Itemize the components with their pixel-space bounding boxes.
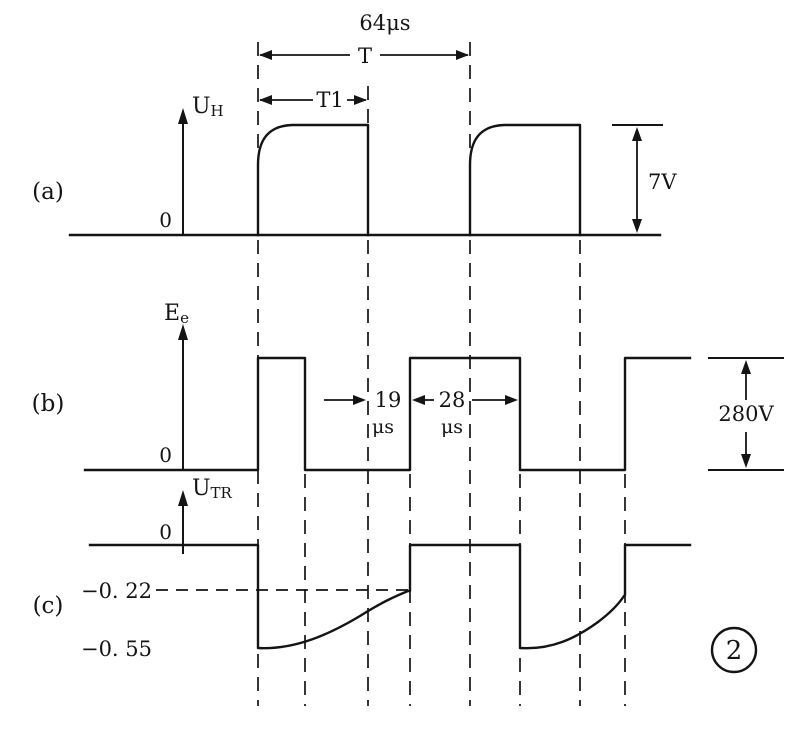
signal-a-symbol-label: UH <box>192 94 224 120</box>
dim-28us-right-arrow-icon <box>505 395 518 405</box>
dim-7v-up-arrow-icon <box>632 127 642 141</box>
dim-19us-right-arrow-icon <box>353 395 366 405</box>
waveform-c-path <box>88 543 692 650</box>
signal-a-symbol-main: U <box>192 94 211 119</box>
dimensions <box>259 50 784 471</box>
interval-2-value-label: 28 <box>439 388 466 412</box>
dim-280v-down-arrow-icon <box>741 454 751 468</box>
signal-c-symbol-sub: TR <box>211 484 233 502</box>
signal-c-symbol-label: UTR <box>192 476 233 502</box>
dim-280v-up-arrow-icon <box>741 360 751 374</box>
signal-a-zero-label: 0 <box>159 208 172 232</box>
signal-c-level-mid-label: −0. 22 <box>81 579 152 603</box>
waveform-a-pulse-2 <box>468 123 582 237</box>
signal-a-symbol-sub: H <box>211 102 224 120</box>
axis-a-arrow-icon <box>178 108 188 124</box>
panel-b-label: (b) <box>32 391 65 417</box>
figure-number-badge: 2 <box>710 626 758 674</box>
signal-b-zero-label: 0 <box>159 443 172 467</box>
waveform-b-path <box>83 356 692 472</box>
labels: 64μs T T1 UH 0 7V Ee 0 280V 19 μs 28 μs … <box>32 11 775 661</box>
signal-b-amplitude-label: 280V <box>718 402 774 426</box>
waveforms <box>68 123 692 650</box>
figure-number-circle <box>710 626 758 674</box>
dim-period-left-arrow-icon <box>259 50 272 60</box>
dim-28us-left-arrow-icon <box>412 395 425 405</box>
pulse-width-label: T1 <box>316 88 343 112</box>
dim-t1-left-arrow-icon <box>259 95 272 105</box>
period-symbol-label: T <box>358 44 372 68</box>
signal-b-symbol-label: Ee <box>164 301 189 327</box>
axis-b-arrow-icon <box>178 324 188 340</box>
waveform-a-pulse-1 <box>256 123 370 237</box>
dim-t1-right-arrow-icon <box>354 95 367 105</box>
period-value-label: 64μs <box>359 11 410 35</box>
dashed-guides <box>156 42 626 706</box>
signal-b-symbol-sub: e <box>180 309 189 327</box>
interval-2-unit-label: μs <box>441 416 463 438</box>
interval-1-unit-label: μs <box>372 416 394 438</box>
panel-c-label: (c) <box>33 593 64 619</box>
dim-period-right-arrow-icon <box>456 50 469 60</box>
dim-7v-down-arrow-icon <box>632 219 642 233</box>
signal-a-amplitude-label: 7V <box>648 170 677 194</box>
signal-c-zero-label: 0 <box>159 520 172 544</box>
signal-b-symbol-main: E <box>164 301 180 326</box>
interval-1-value-label: 19 <box>375 388 402 412</box>
signal-c-symbol-main: U <box>192 476 211 501</box>
signal-c-level-low-label: −0. 55 <box>81 637 152 661</box>
figure-number-text: 2 <box>726 636 743 666</box>
panel-a-label: (a) <box>32 179 64 205</box>
axes <box>178 108 188 554</box>
axis-c-arrow-icon <box>178 490 188 506</box>
